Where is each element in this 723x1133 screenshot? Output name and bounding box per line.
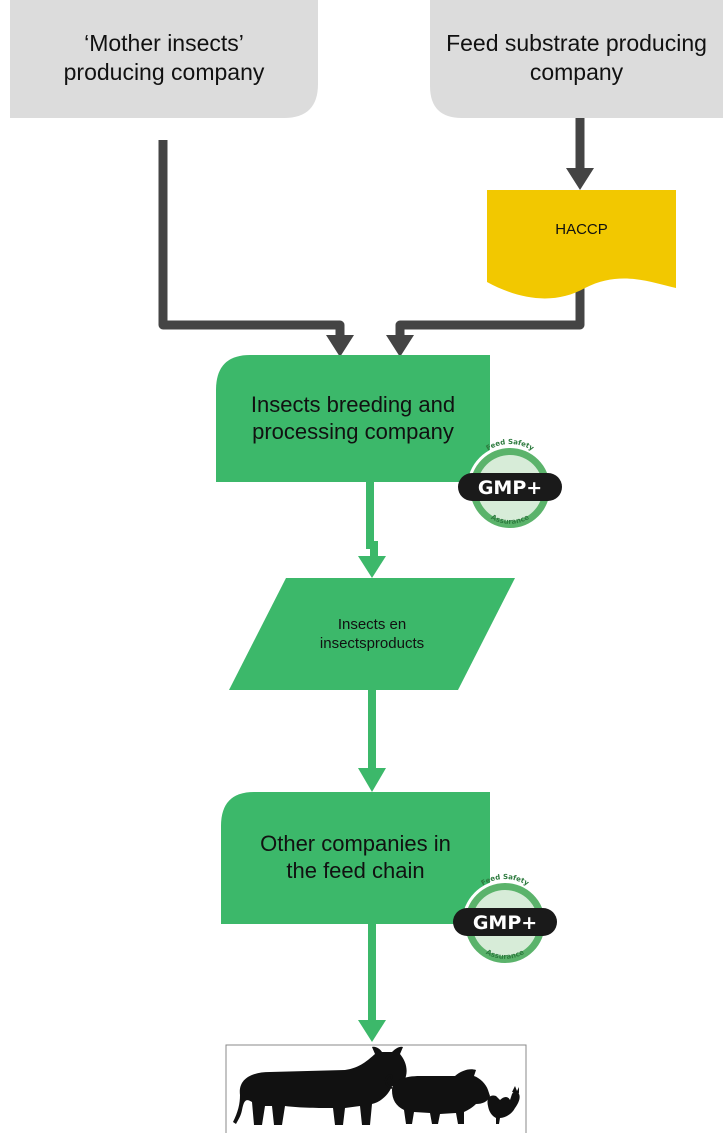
arrowhead-breeding <box>386 335 414 357</box>
arrowhead-other <box>358 768 386 792</box>
insect-products-parallelogram <box>229 578 515 690</box>
breeding-line1: Insects breeding and <box>250 391 456 417</box>
mother-insects-label: ‘Mother insects’ producing company <box>10 28 318 88</box>
mother-insects-line2: producing company <box>63 59 265 85</box>
badge-text: GMP+ <box>478 477 542 499</box>
connector-haccp-to-breeding <box>395 282 585 340</box>
connector-breeding-to-products <box>366 482 378 560</box>
haccp-label: HACCP <box>555 220 608 238</box>
badge-text: GMP+ <box>473 912 537 934</box>
badge-arc-bottom: Assurance <box>485 948 526 961</box>
insect-products-label: Insects en insectsproducts <box>272 610 472 660</box>
mother-insects-box <box>10 0 318 118</box>
badge-arc-bottom: Assurance <box>490 513 531 526</box>
feed-substrate-line1: Feed substrate producing <box>446 30 707 57</box>
other-companies-label: Other companies in the feed chain <box>221 824 490 890</box>
arrowhead-products <box>358 556 386 578</box>
arrowhead-haccp <box>566 168 594 190</box>
haccp-document <box>487 190 676 299</box>
feed-substrate-label: Feed substrate producing company <box>430 28 723 88</box>
breeding-company-box <box>216 355 490 482</box>
arrowhead-animals <box>358 1020 386 1042</box>
gmp-badge-icon: Feed Safety Assurance GMP+ <box>458 438 562 531</box>
arrowhead-mother <box>326 335 354 357</box>
cow-icon <box>233 1046 407 1125</box>
rooster-icon <box>487 1086 520 1124</box>
other-companies-line2: the feed chain <box>286 858 425 883</box>
pig-icon <box>384 1069 490 1124</box>
svg-text:Assurance: Assurance <box>490 513 531 526</box>
feed-substrate-box <box>430 0 723 118</box>
insect-products-line2: insectsproducts <box>319 635 425 652</box>
breeding-line2: processing company <box>252 419 454 444</box>
connector-mother-to-breeding <box>158 140 345 340</box>
mother-insects-line1: ‘Mother insects’ <box>84 30 244 57</box>
other-companies-box <box>221 792 490 924</box>
svg-text:Assurance: Assurance <box>485 948 526 961</box>
breeding-label: Insects breeding and processing company <box>216 385 490 451</box>
insect-products-line1: Insects en <box>337 616 407 634</box>
gmp-badge-icon: Feed Safety Assurance GMP+ <box>453 873 557 966</box>
other-companies-line1: Other companies in <box>260 830 451 856</box>
feed-substrate-line2: company <box>529 59 624 85</box>
